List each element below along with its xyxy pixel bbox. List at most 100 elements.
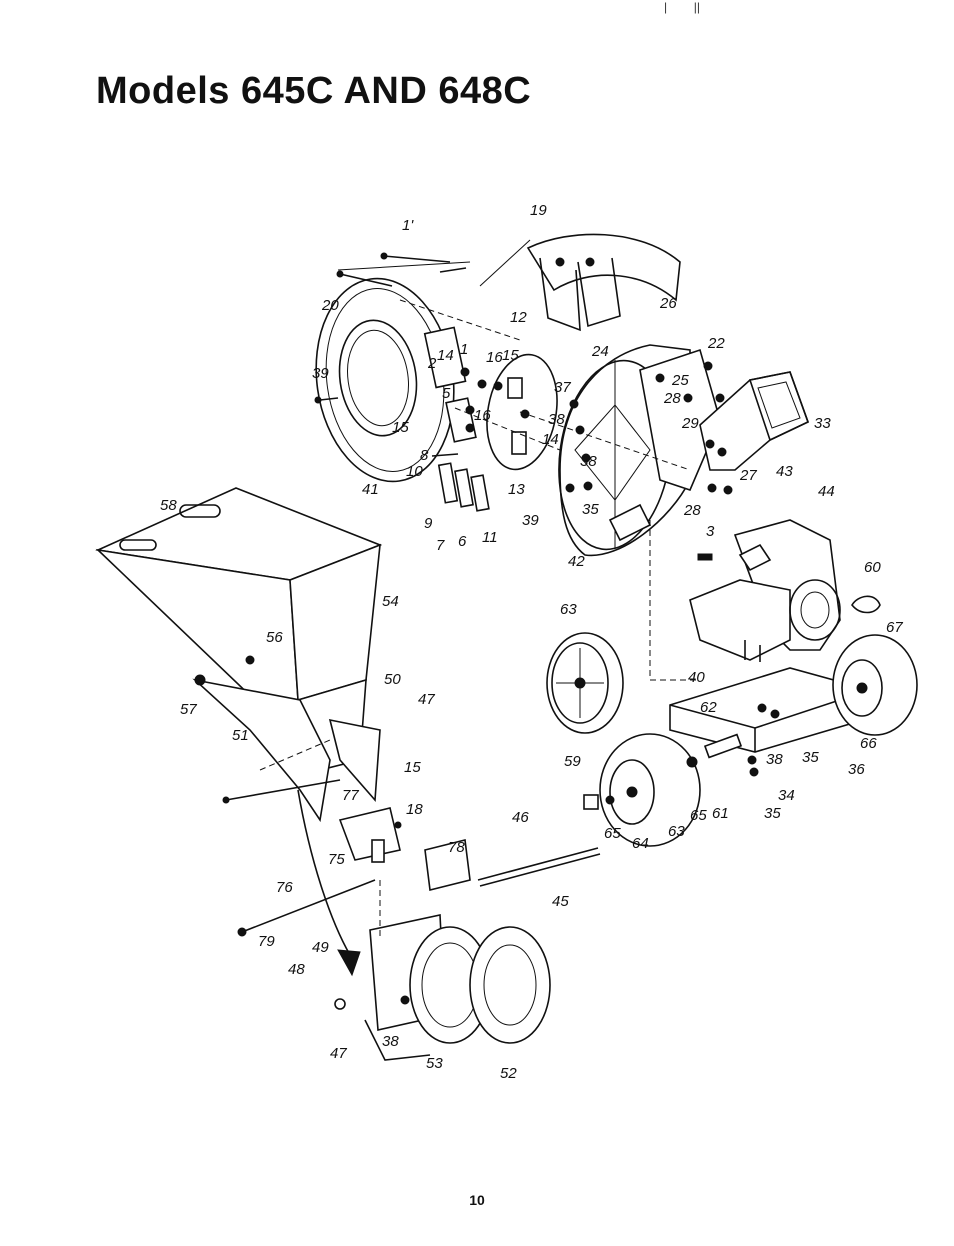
callout-38-c: 38 bbox=[766, 751, 783, 768]
callout-1-prime: 1' bbox=[402, 217, 414, 234]
callout-9: 9 bbox=[424, 515, 433, 532]
callout-39-a: 39 bbox=[312, 365, 329, 382]
callout-labels: 1' 19 20 26 12 22 39 2 14 1 16 15 24 37 … bbox=[160, 202, 903, 1082]
callout-43: 43 bbox=[776, 463, 793, 480]
axle-parts bbox=[686, 733, 759, 777]
shear-bar-brackets bbox=[423, 326, 503, 443]
callout-79: 79 bbox=[258, 933, 275, 950]
callout-29: 29 bbox=[681, 415, 699, 432]
callout-52: 52 bbox=[500, 1065, 517, 1082]
callout-57: 57 bbox=[180, 701, 197, 718]
callout-40: 40 bbox=[688, 669, 705, 686]
callout-12: 12 bbox=[510, 309, 527, 326]
engine bbox=[689, 519, 881, 662]
callout-78: 78 bbox=[448, 839, 465, 856]
callout-15-c: 15 bbox=[404, 759, 421, 776]
callout-63-b: 63 bbox=[668, 823, 685, 840]
callout-54: 54 bbox=[382, 593, 399, 610]
callout-26: 26 bbox=[659, 295, 677, 312]
callout-53: 53 bbox=[426, 1055, 443, 1072]
callout-38-b: 38 bbox=[580, 453, 597, 470]
callout-22: 22 bbox=[707, 335, 725, 352]
callout-28-b: 28 bbox=[683, 502, 701, 519]
callout-16-b: 16 bbox=[474, 407, 491, 424]
callout-38-a: 38 bbox=[548, 411, 565, 428]
hopper-bracket bbox=[192, 655, 381, 823]
callout-14-b: 14 bbox=[542, 431, 559, 448]
callout-39-b: 39 bbox=[522, 512, 539, 529]
callout-7: 7 bbox=[436, 537, 445, 554]
callout-46: 46 bbox=[512, 809, 529, 826]
right-wheel bbox=[832, 634, 918, 736]
callout-62: 62 bbox=[700, 699, 717, 716]
mounting-bracket bbox=[639, 348, 725, 491]
callout-14-a: 14 bbox=[437, 347, 454, 364]
callout-34: 34 bbox=[778, 787, 795, 804]
callout-16-a: 16 bbox=[486, 349, 503, 366]
callout-47-a: 47 bbox=[418, 691, 435, 708]
callout-37: 37 bbox=[554, 379, 571, 396]
callout-35-b: 35 bbox=[802, 749, 819, 766]
callout-36: 36 bbox=[848, 761, 865, 778]
callout-28-a: 28 bbox=[663, 390, 681, 407]
impeller-plate bbox=[486, 353, 558, 471]
callout-64: 64 bbox=[632, 835, 649, 852]
callout-18: 18 bbox=[406, 801, 423, 818]
blades bbox=[431, 453, 490, 512]
callout-56: 56 bbox=[266, 629, 283, 646]
callout-45: 45 bbox=[552, 893, 569, 910]
callout-38-d: 38 bbox=[382, 1033, 399, 1050]
callout-67: 67 bbox=[886, 619, 903, 636]
callout-51: 51 bbox=[232, 727, 249, 744]
callout-50: 50 bbox=[384, 671, 401, 688]
assembly-lines bbox=[259, 239, 700, 940]
callout-27: 27 bbox=[739, 467, 757, 484]
callout-61: 61 bbox=[712, 805, 729, 822]
callout-58: 58 bbox=[160, 497, 177, 514]
callout-6: 6 bbox=[458, 533, 467, 550]
callout-59: 59 bbox=[564, 753, 581, 770]
callout-65-a: 65 bbox=[690, 807, 707, 824]
callout-15-a: 15 bbox=[502, 347, 519, 364]
callout-15-b: 15 bbox=[392, 419, 409, 436]
callout-44: 44 bbox=[818, 483, 835, 500]
callout-42: 42 bbox=[568, 553, 585, 570]
callout-33: 33 bbox=[814, 415, 831, 432]
side-chute bbox=[699, 371, 809, 495]
callout-25: 25 bbox=[671, 372, 689, 389]
callout-48: 48 bbox=[288, 961, 305, 978]
callout-60: 60 bbox=[864, 559, 881, 576]
callout-66: 66 bbox=[860, 735, 877, 752]
callout-47-b: 47 bbox=[330, 1045, 347, 1062]
callout-76: 76 bbox=[276, 879, 293, 896]
push-rod bbox=[237, 847, 601, 937]
scan-marks: | || bbox=[664, 0, 701, 14]
callout-35-c: 35 bbox=[764, 805, 781, 822]
callout-11: 11 bbox=[482, 529, 498, 546]
callout-3: 3 bbox=[706, 523, 715, 540]
lower-chute bbox=[334, 914, 551, 1061]
callout-41: 41 bbox=[362, 481, 379, 498]
callout-63-a: 63 bbox=[560, 601, 577, 618]
callout-77: 77 bbox=[342, 787, 359, 804]
page-title: Models 645C AND 648C bbox=[96, 70, 532, 112]
callout-1: 1 bbox=[460, 341, 468, 358]
callout-5: 5 bbox=[442, 385, 451, 402]
callout-24: 24 bbox=[591, 343, 609, 360]
left-wheel bbox=[583, 733, 701, 847]
callout-10: 10 bbox=[406, 463, 423, 480]
callout-65-b: 65 bbox=[604, 825, 621, 842]
spare-wheel bbox=[546, 632, 624, 734]
callout-75: 75 bbox=[328, 851, 345, 868]
callout-35-a: 35 bbox=[582, 501, 599, 518]
callout-19: 19 bbox=[530, 202, 547, 219]
callout-13: 13 bbox=[508, 481, 525, 498]
callout-49: 49 bbox=[312, 939, 329, 956]
long-bolts bbox=[314, 252, 451, 404]
callout-20: 20 bbox=[321, 297, 339, 314]
discharge-chute bbox=[526, 233, 681, 332]
assembly-arrow bbox=[297, 789, 361, 977]
chute-insert bbox=[338, 807, 471, 891]
page-number: 10 bbox=[469, 1192, 485, 1208]
